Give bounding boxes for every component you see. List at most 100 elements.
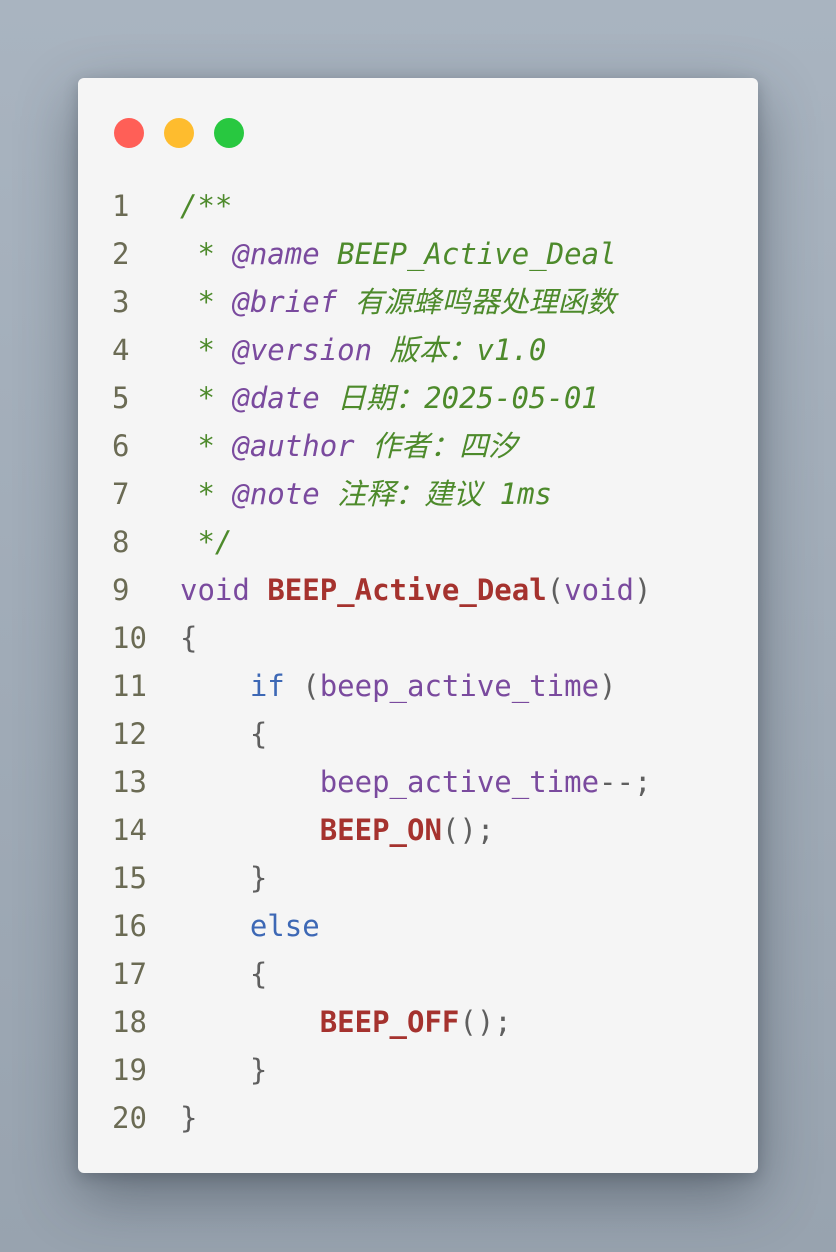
code-token: (: [546, 573, 565, 607]
code-token: *: [180, 429, 233, 463]
line-number: 5: [112, 381, 130, 415]
code-token: [180, 765, 320, 799]
code-line: 1 /**: [78, 182, 758, 230]
zoom-button[interactable]: [214, 118, 244, 148]
line-number: 17: [112, 957, 147, 991]
code-token: else: [249, 909, 320, 943]
line-number: 14: [112, 813, 147, 847]
line-content: }: [180, 1046, 267, 1094]
code-line: 17 {: [78, 950, 758, 998]
code-line: 8 */: [78, 518, 758, 566]
code-token: /**: [180, 189, 233, 223]
line-number: 2: [112, 237, 130, 271]
code-token: [180, 813, 320, 847]
line-content: {: [180, 614, 197, 662]
line-number: 1: [112, 189, 130, 223]
code-token: 有源蜂鸣器处理函数: [337, 285, 616, 319]
line-number: 6: [112, 429, 130, 463]
line-content: * @date 日期：2025-05-01: [180, 374, 599, 422]
code-line: 4 * @version 版本：v1.0: [78, 326, 758, 374]
line-content: */: [180, 518, 232, 566]
line-content: BEEP_ON();: [180, 806, 495, 854]
code-token: @date: [232, 381, 320, 415]
line-number: 12: [112, 717, 147, 751]
line-number: 10: [112, 621, 147, 655]
code-token: ();: [459, 1005, 512, 1039]
code-token: *: [180, 381, 233, 415]
code-token: @name: [232, 237, 320, 271]
line-content: * @author 作者：四汐: [180, 422, 517, 470]
code-token: 注释：建议 1ms: [319, 477, 553, 511]
code-token: {: [180, 957, 268, 991]
code-token: @brief: [232, 285, 338, 319]
code-token: @version: [232, 333, 373, 367]
code-token: [180, 1005, 320, 1039]
line-number: 18: [112, 1005, 147, 1039]
line-number: 20: [112, 1101, 147, 1135]
code-token: [180, 669, 250, 703]
line-number: 4: [112, 333, 130, 367]
code-token: *: [180, 477, 233, 511]
code-token: beep_active_time: [319, 765, 600, 799]
code-token: 作者：四汐: [354, 429, 518, 463]
code-line: 9 void BEEP_Active_Deal(void): [78, 566, 758, 614]
code-line: 16 else: [78, 902, 758, 950]
minimize-button[interactable]: [164, 118, 194, 148]
code-token: @note: [232, 477, 320, 511]
line-number: 3: [112, 285, 130, 319]
line-content: else: [180, 902, 320, 950]
code-line: 18 BEEP_OFF();: [78, 998, 758, 1046]
code-line: 19 }: [78, 1046, 758, 1094]
code-token: 日期：2025-05-01: [319, 381, 599, 415]
code-token: void: [564, 573, 634, 607]
code-token: [180, 909, 250, 943]
line-content: beep_active_time--;: [180, 758, 652, 806]
code-token: (: [284, 669, 320, 703]
line-content: /**: [180, 182, 232, 230]
line-number: 13: [112, 765, 147, 799]
code-token: BEEP_Active_Deal: [319, 237, 617, 271]
line-content: void BEEP_Active_Deal(void): [180, 566, 651, 614]
close-button[interactable]: [114, 118, 144, 148]
code-line: 12 {: [78, 710, 758, 758]
code-token: 版本：v1.0: [372, 333, 547, 367]
code-line: 3 * @brief 有源蜂鸣器处理函数: [78, 278, 758, 326]
line-content: if (beep_active_time): [180, 662, 617, 710]
code-line: 5 * @date 日期：2025-05-01: [78, 374, 758, 422]
code-token: *: [180, 285, 233, 319]
line-number: 16: [112, 909, 147, 943]
line-number: 19: [112, 1053, 147, 1087]
line-content: }: [180, 854, 267, 902]
code-line: 6 * @author 作者：四汐: [78, 422, 758, 470]
code-token: @author: [232, 429, 355, 463]
line-number: 11: [112, 669, 147, 703]
code-token: BEEP_OFF: [319, 1005, 460, 1039]
code-token: --;: [599, 765, 652, 799]
line-content: * @version 版本：v1.0: [180, 326, 546, 374]
line-number: 9: [112, 573, 130, 607]
code-token: *: [180, 237, 233, 271]
code-line: 11 if (beep_active_time): [78, 662, 758, 710]
code-token: if: [249, 669, 285, 703]
code-token: beep_active_time: [319, 669, 600, 703]
code-token: {: [180, 717, 268, 751]
code-token: */: [180, 525, 233, 559]
code-line: 14 BEEP_ON();: [78, 806, 758, 854]
code-token: BEEP_Active_Deal: [267, 573, 547, 607]
code-token: ): [633, 573, 652, 607]
line-content: * @note 注释：建议 1ms: [180, 470, 552, 518]
code-token: ();: [441, 813, 495, 847]
code-token: [250, 573, 267, 607]
code-line: 2 * @name BEEP_Active_Deal: [78, 230, 758, 278]
code-line: 15 }: [78, 854, 758, 902]
code-token: ): [599, 669, 617, 703]
line-content: {: [180, 950, 267, 998]
line-number: 15: [112, 861, 147, 895]
code-line: 20}: [78, 1094, 758, 1142]
code-token: }: [180, 861, 268, 895]
line-content: * @name BEEP_Active_Deal: [180, 230, 617, 278]
code-token: }: [180, 1053, 268, 1087]
line-content: BEEP_OFF();: [180, 998, 512, 1046]
